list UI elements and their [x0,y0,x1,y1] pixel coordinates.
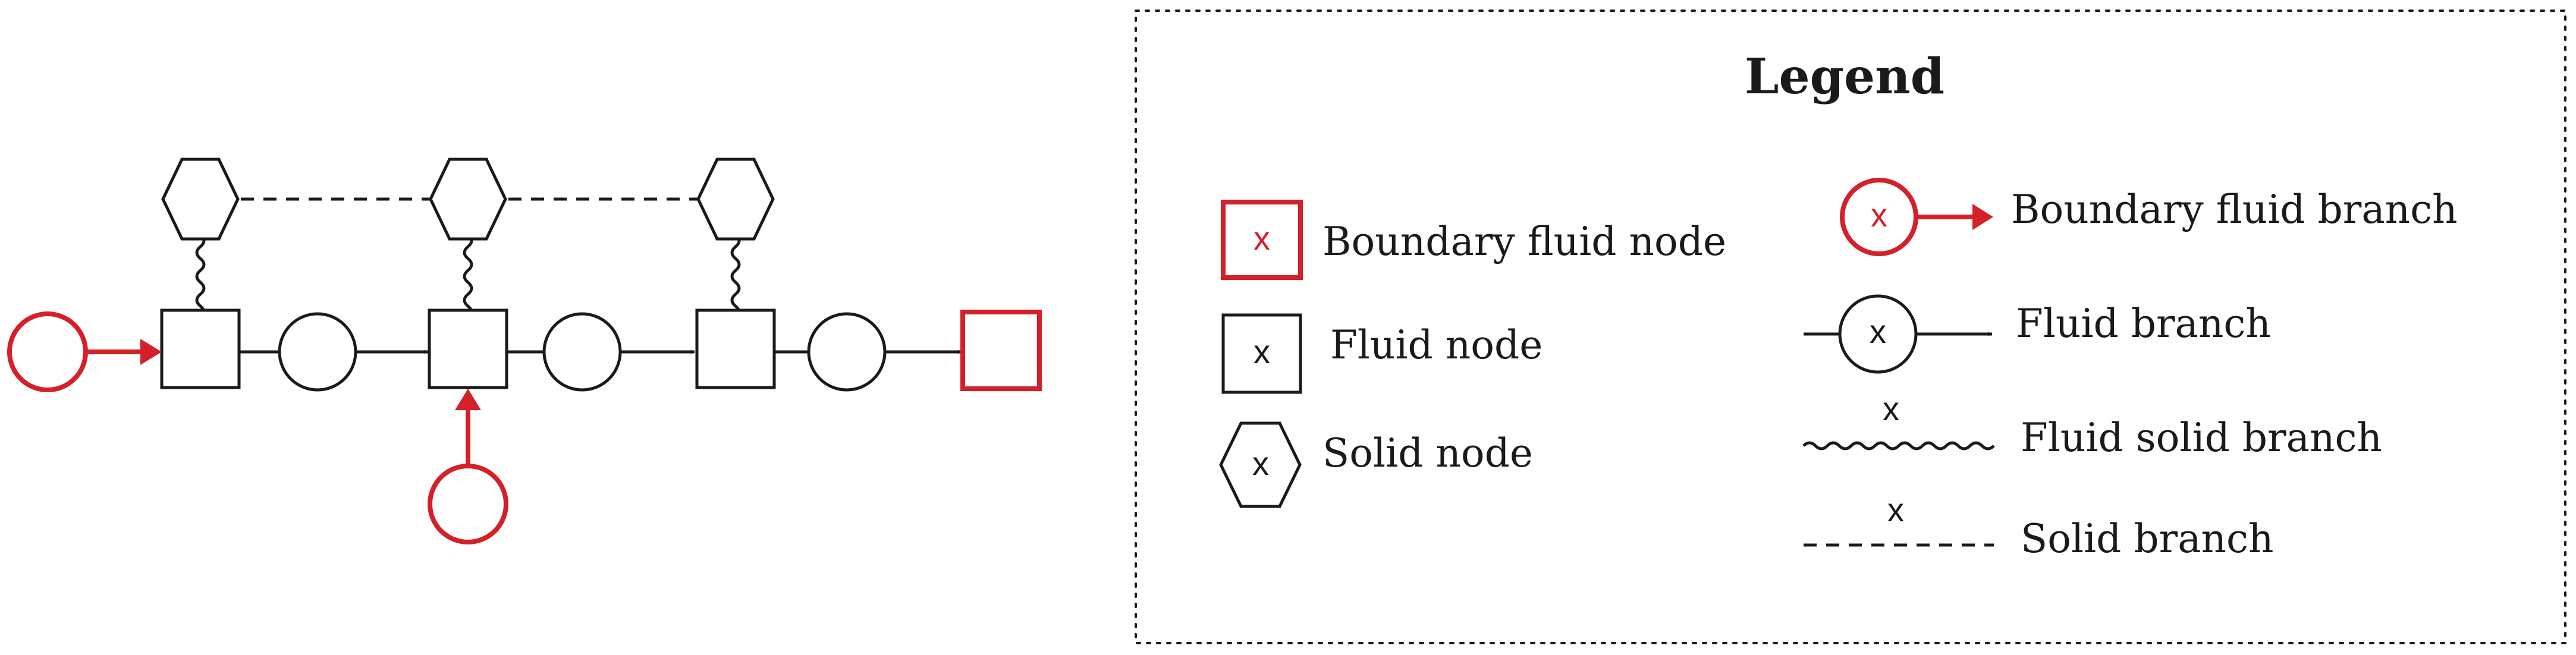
boundary-inlet-arrowhead [140,339,162,365]
solid-branch-label: Solid branch [2021,516,2274,562]
boundary-fluid-node-symbol [1221,200,1303,280]
fluid-node-1 [160,308,241,389]
fluid-solid-branch-symbol [1802,441,1995,451]
fluid-node-label: Fluid node [1330,322,1543,368]
fluid-node-3 [695,308,776,389]
fluid-node-symbol-text: x [1254,333,1270,370]
boundary-fluid-branch-bottom [428,464,508,544]
boundary-fluid-branch-label: Boundary fluid branch [2011,187,2458,232]
fluid-branch-2 [542,312,622,392]
legend-panel: Legend x Boundary fluid node x Fluid nod… [1135,10,2566,644]
solid-node-1 [161,158,240,241]
boundary-fluid-node-symbol-text: x [1254,219,1270,257]
boundary-fluid-node-label: Boundary fluid node [1322,219,1726,264]
network-schematic [7,158,1042,544]
solid-node-2 [429,158,507,241]
fluid-solid-branch-label: Fluid solid branch [2021,415,2382,461]
fluid-branch-3 [807,312,887,392]
fluid-node-symbol [1221,313,1302,394]
solid-node-symbol [1219,421,1302,508]
boundary-bottom-arrowhead [455,389,481,410]
boundary-fluid-branch-arrowhead [1972,204,1993,230]
legend-title: Legend [1745,48,1944,105]
fluid-node-2 [428,308,508,389]
boundary-fluid-branch-symbol-text: x [1871,196,1887,234]
fluid-solid-branch-symbol-text: x [1883,390,1899,427]
solid-node-symbol-text: x [1252,445,1269,482]
solid-node-label: Solid node [1322,430,1533,476]
fluid-solid-branch-2 [463,234,473,319]
boundary-fluid-node-outlet [960,310,1042,391]
solid-branch-symbol-text: x [1887,491,1904,528]
fluid-solid-branch-1 [195,234,206,319]
fluid-solid-branch-3 [730,234,741,319]
fluid-branch-symbol-text: x [1870,313,1886,350]
boundary-fluid-branch-inlet [7,311,88,392]
fluid-branch-1 [278,312,357,392]
fluid-branch-label: Fluid branch [2016,301,2271,347]
solid-node-3 [696,158,775,241]
